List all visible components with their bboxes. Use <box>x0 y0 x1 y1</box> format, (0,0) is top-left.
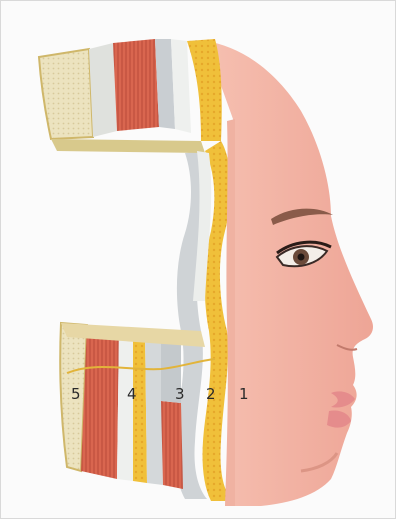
label-layer-5: 5 <box>71 385 81 403</box>
pupil <box>298 254 305 261</box>
lower-arm-yellow <box>133 331 147 483</box>
lower-arm-grey <box>145 333 163 485</box>
lower-arm-white <box>117 329 133 481</box>
label-layer-3: 3 <box>175 385 185 403</box>
upper-arm-bone <box>39 49 93 139</box>
label-layer-1: 1 <box>239 385 249 403</box>
layer-2-upper-band <box>187 39 222 141</box>
lower-arm-muscle-2 <box>161 401 183 489</box>
label-layer-4: 4 <box>127 385 137 403</box>
upper-arm-fascia <box>89 43 117 137</box>
upper-arm-bottom-edge <box>51 139 205 153</box>
label-layer-2: 2 <box>206 385 216 403</box>
lower-arm-muscle-1 <box>81 325 119 479</box>
upper-arm-muscle <box>113 39 159 131</box>
